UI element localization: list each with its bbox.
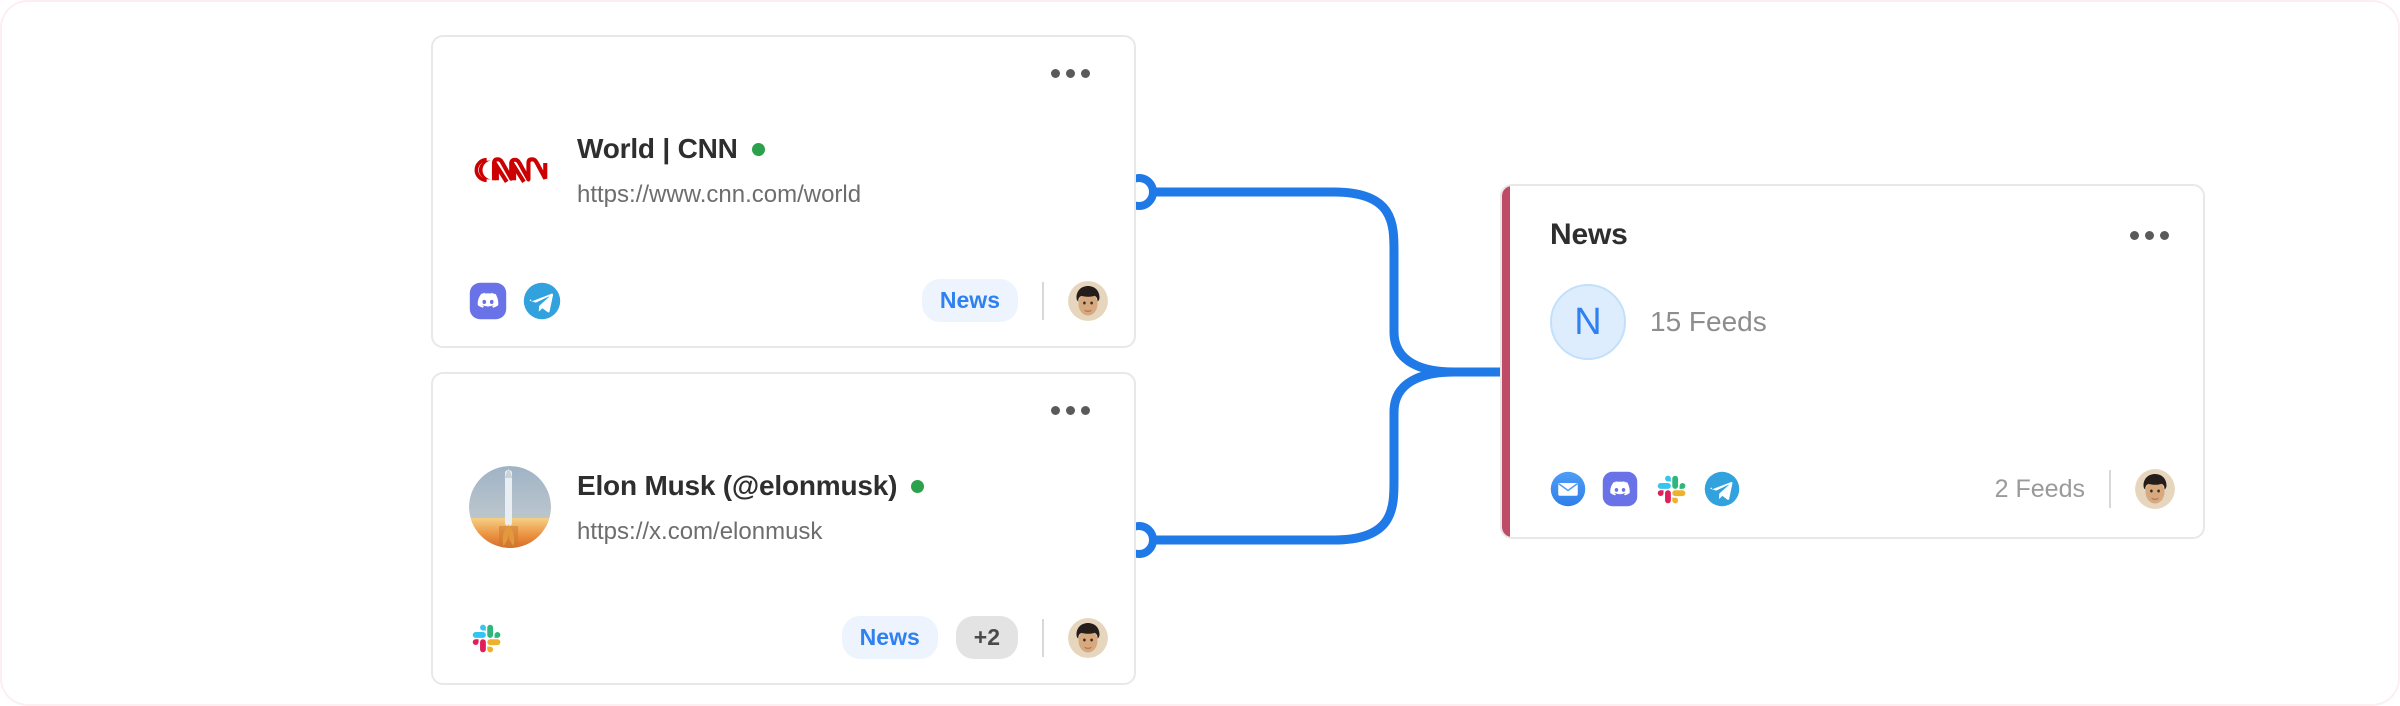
status-online-icon (911, 479, 925, 493)
source-card-cnn[interactable]: World | CNN https://www.cnn.com/world (431, 35, 1136, 348)
discord-icon[interactable] (469, 282, 507, 320)
menu-dot-icon (1081, 69, 1090, 78)
connector-path-elon (1142, 367, 1505, 545)
menu-dot-icon (1081, 406, 1090, 415)
card-title: Elon Musk (@elonmusk) (577, 470, 898, 501)
tag-news[interactable]: News (841, 616, 938, 659)
status-online-icon (751, 142, 765, 156)
news-letter-avatar: N (1550, 284, 1626, 360)
channel-icons-elon (469, 621, 503, 655)
card-text-elon: Elon Musk (@elonmusk) https://x.com/elon… (577, 466, 925, 547)
card-footer-cnn: News (469, 279, 1108, 322)
footer-divider (1042, 618, 1044, 657)
cnn-logo-icon (469, 129, 551, 211)
connector-path-cnn (1142, 187, 1505, 377)
feeds-total-label: 15 Feeds (1650, 306, 1767, 337)
card-menu-button-elon[interactable] (1043, 396, 1098, 425)
news-footer-right: 2 Feeds (1995, 469, 2175, 509)
menu-dot-icon (1051, 69, 1060, 78)
news-card-body: N 15 Feeds (1550, 284, 1767, 360)
tag-overflow-count[interactable]: +2 (955, 616, 1018, 659)
tag-news[interactable]: News (921, 279, 1018, 322)
slack-icon[interactable] (469, 621, 503, 655)
footer-divider (1042, 281, 1044, 320)
email-icon[interactable] (1550, 471, 1586, 507)
menu-dot-icon (1066, 406, 1075, 415)
card-menu-button-cnn[interactable] (1043, 59, 1098, 88)
user-avatar[interactable] (1068, 617, 1108, 658)
user-avatar[interactable] (1068, 280, 1108, 321)
card-accent-bar (1502, 186, 1510, 537)
news-card-footer: 2 Feeds (1550, 469, 2175, 509)
source-card-elon[interactable]: Elon Musk (@elonmusk) https://x.com/elon… (431, 372, 1136, 685)
telegram-icon[interactable] (1704, 471, 1740, 507)
card-main-elon: Elon Musk (@elonmusk) https://x.com/elon… (469, 466, 925, 548)
menu-dot-icon (2160, 230, 2169, 240)
target-card-news[interactable]: News N 15 Feeds (1500, 184, 2205, 539)
slack-icon[interactable] (1654, 472, 1688, 506)
menu-dot-icon (2130, 230, 2139, 240)
footer-divider (2109, 470, 2111, 508)
card-footer-right-cnn: News (921, 279, 1108, 322)
card-text-cnn: World | CNN https://www.cnn.com/world (577, 129, 861, 210)
menu-dot-icon (2145, 230, 2154, 240)
card-title: World | CNN (577, 133, 738, 164)
menu-dot-icon (1051, 406, 1060, 415)
card-title-row-elon: Elon Musk (@elonmusk) (577, 470, 925, 502)
card-title-row-cnn: World | CNN (577, 133, 861, 165)
card-main-cnn: World | CNN https://www.cnn.com/world (469, 129, 861, 211)
discord-icon[interactable] (1602, 471, 1638, 507)
menu-dot-icon (1066, 69, 1075, 78)
rocket-photo-icon (469, 466, 551, 548)
card-url[interactable]: https://x.com/elonmusk (577, 518, 823, 546)
user-avatar[interactable] (2135, 469, 2175, 509)
page-title: News (1550, 218, 1628, 251)
telegram-icon[interactable] (523, 282, 561, 320)
card-url[interactable]: https://www.cnn.com/world (577, 181, 862, 209)
card-footer-elon: News +2 (469, 616, 1108, 659)
channel-icons-news (1550, 471, 1740, 507)
card-menu-button-news[interactable] (2124, 221, 2175, 250)
feeds-selected-label: 2 Feeds (1994, 474, 2085, 503)
card-footer-right-elon: News +2 (841, 616, 1108, 659)
news-card-header: News (1550, 218, 2175, 252)
channel-icons-cnn (469, 282, 561, 320)
